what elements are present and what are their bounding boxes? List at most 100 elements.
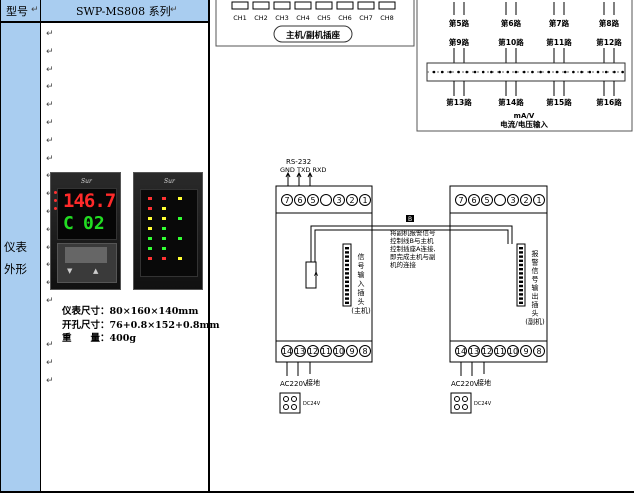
terminal (307, 345, 319, 357)
table-border-col1 (40, 0, 41, 493)
terminal-number: 13 (469, 347, 479, 356)
terminal-number: 12 (482, 347, 492, 356)
cable-marker-label: B (408, 216, 412, 223)
terminal (307, 194, 319, 206)
terminal-number: 11 (495, 347, 505, 356)
header-pin (519, 251, 523, 254)
meter-key-up-icon: ▲ (93, 267, 99, 275)
meter-key-panel (65, 247, 107, 263)
terminal (494, 345, 506, 357)
terminal-number: 7 (284, 196, 289, 205)
terminal-dot (531, 70, 534, 74)
bar-led-column (178, 197, 184, 267)
meter-led (54, 199, 57, 202)
sv-display: 02 (83, 213, 105, 234)
para-mark: ↵ (31, 5, 39, 15)
terminal-number: 10 (334, 347, 344, 356)
input-channel-label: 第14路 (498, 97, 524, 107)
socket-text: 报 (532, 249, 539, 258)
input-channel-label: 第10路 (498, 37, 524, 47)
terminal-dot (522, 70, 526, 74)
terminal (346, 194, 358, 206)
paragraph-marks: ↵↵↵↵↵↵↵↵↵↵↵↵↵↵↵↵ (46, 29, 54, 306)
slave-unit-box (449, 185, 548, 363)
input-channel-label: 第8路 (599, 18, 620, 28)
terminal (507, 345, 519, 357)
terminal-number: 12 (308, 347, 318, 356)
spec-weight: 重 量：400g (62, 330, 136, 344)
terminal-number: 5 (484, 196, 489, 205)
channel-label: CH8 (380, 14, 394, 22)
meter-logo: Sur (81, 178, 92, 185)
socket-text: 信 (532, 266, 539, 275)
meter-logo: Sur (164, 178, 175, 185)
header-pin (345, 259, 349, 262)
terminal-number: 9 (349, 347, 354, 356)
socket-text: 插 (532, 300, 539, 309)
header-pin (519, 268, 523, 271)
channel-pin-box (357, 1, 375, 10)
meter-bar-photo: Sur (133, 172, 203, 290)
terminal-dot (449, 70, 452, 74)
row-label-cell (1, 23, 40, 493)
row-label: 仪表外形 (4, 236, 38, 280)
channel-label: CH3 (275, 14, 289, 22)
input-channel-label: 第9路 (449, 37, 470, 47)
terminal (294, 345, 306, 357)
host-dc-label: DC24V (303, 401, 321, 407)
wiring-note-line: 即完成主机与副 (390, 252, 436, 261)
terminal (359, 345, 371, 357)
terminal-dot (440, 70, 444, 74)
terminal-number: 6 (471, 196, 476, 205)
header-pin (345, 289, 349, 292)
terminal (455, 345, 467, 357)
terminal-number: 3 (336, 196, 341, 205)
terminal (359, 194, 371, 206)
header-model-cell (41, 0, 208, 21)
terminal-dot (613, 70, 616, 74)
channel-label: CH6 (338, 14, 352, 22)
channel-label: CH1 (233, 14, 247, 22)
para-mark: ↵ (46, 358, 54, 368)
header-pin (519, 263, 523, 267)
socket-label: 主机/副机插座 (286, 30, 341, 41)
spec-size: 仪表尺寸：80×160×140mm (62, 306, 199, 317)
terminal-dot (604, 70, 608, 74)
terminal (507, 194, 519, 206)
host-input-header (342, 243, 352, 307)
header-pin (345, 263, 349, 267)
slave-dc-label: DC24V (474, 401, 492, 407)
terminal-dot (465, 70, 469, 74)
terminal (333, 345, 345, 357)
socket-text: 入 (358, 280, 365, 288)
terminal (468, 194, 480, 206)
socket-text: 插 (358, 288, 365, 297)
socket-label-box (273, 25, 353, 43)
input-channel-label: 第16路 (596, 97, 622, 107)
terminal-number: 2 (523, 196, 528, 205)
input-channel-label: 第5路 (449, 18, 470, 28)
terminal-number: 6 (297, 196, 302, 205)
channel-pin-box (294, 1, 312, 10)
input-unit: mA/V (514, 112, 535, 120)
channel-label: CH4 (296, 14, 310, 22)
terminal-dot (596, 70, 600, 74)
header-pin (519, 284, 523, 288)
terminal-dot (432, 70, 436, 74)
bar-led-column (148, 197, 154, 267)
meter-display (57, 188, 117, 240)
header-pin (519, 259, 523, 262)
link-cable (310, 225, 513, 262)
terminal-dot (580, 70, 583, 74)
terminal (281, 194, 293, 206)
para-mark: ↵ (170, 5, 178, 15)
input-wiring-diagram: 第5路第6路第7路第8路 第9路第10路第11路第12路 第13路第14路第15… (416, 0, 633, 132)
header-pin (345, 293, 349, 296)
host-dc-block (279, 392, 301, 414)
pv-display: 146.7 (63, 190, 116, 212)
terminal (468, 345, 480, 357)
terminal-dot (498, 70, 501, 74)
input-channel-label: 第15路 (546, 97, 572, 107)
terminal-dot (481, 70, 485, 74)
